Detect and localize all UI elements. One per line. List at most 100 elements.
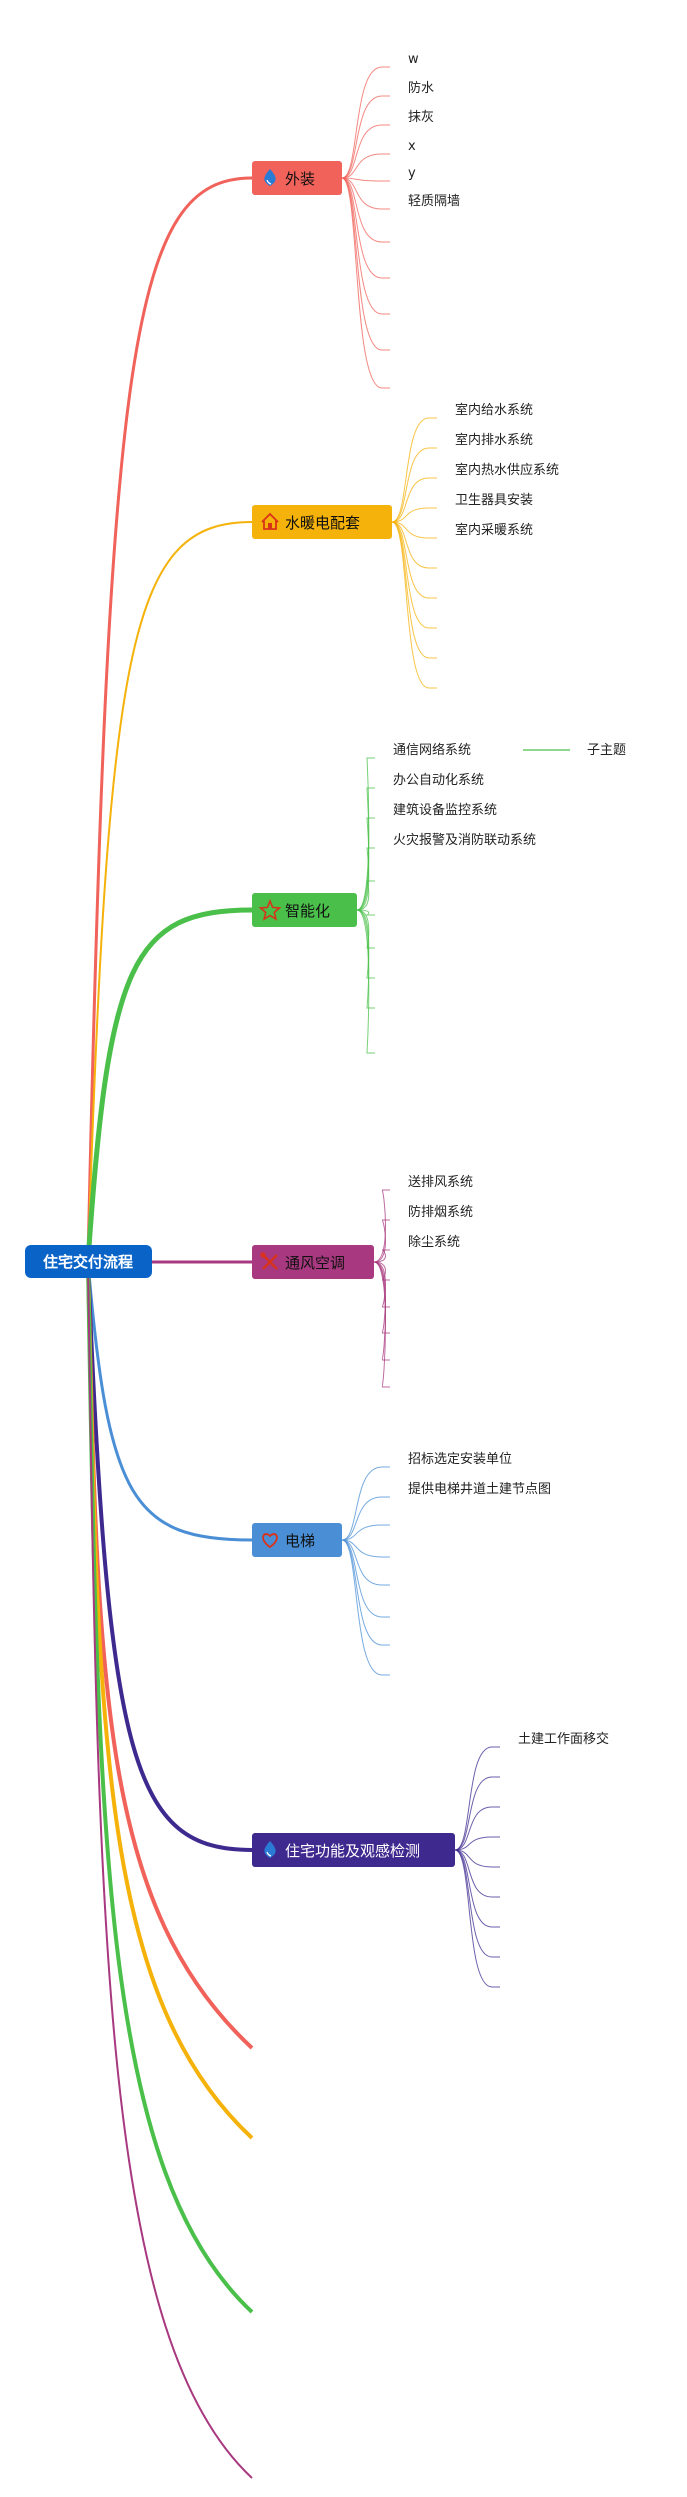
subtopic-label[interactable]: 建筑设备监控系统: [393, 802, 497, 818]
root-node-box[interactable]: [25, 1245, 152, 1278]
branch-node-label: 电梯: [285, 1532, 315, 1550]
branch-children-6: 土建工作面移交: [454, 1731, 609, 1988]
child-connector: [356, 909, 375, 1054]
child-connector: [341, 177, 390, 315]
child-connector: [356, 787, 375, 911]
branch-node-label: 住宅功能及观感检测: [285, 1842, 420, 1860]
heart-icon: [262, 1533, 278, 1549]
child-connector: [454, 1849, 500, 1958]
branch-node-label: 水暖电配套: [285, 514, 360, 532]
subtopic-label[interactable]: 办公自动化系统: [393, 773, 484, 788]
branch-connector-2: [87, 521, 253, 1263]
child-connector: [341, 177, 390, 210]
child-connector: [356, 757, 375, 911]
subtopic-label[interactable]: 招标选定安装单位: [408, 1452, 512, 1467]
subtopic-label[interactable]: 室内热水供应系统: [455, 462, 559, 478]
subtopic-label[interactable]: 土建工作面移交: [518, 1731, 609, 1747]
child-connector: [373, 1189, 390, 1263]
subtopic-label[interactable]: 室内排水系统: [455, 432, 533, 448]
child-connector: [356, 880, 375, 911]
root-node[interactable]: 住宅交付流程: [25, 1245, 152, 1278]
child-connector: [341, 66, 390, 179]
branch-node-5[interactable]: 电梯: [252, 1523, 342, 1557]
child-connector: [341, 177, 390, 182]
child-connector: [356, 909, 375, 979]
child-connector: [341, 177, 390, 243]
child-connector: [341, 1524, 390, 1541]
child-connector: [391, 521, 437, 659]
child-connector: [341, 1466, 390, 1541]
child-connector: [454, 1849, 500, 1898]
branch-connector-5: [86, 1261, 253, 1542]
child-connector: [454, 1776, 500, 1851]
subtopic-label[interactable]: 送排风系统: [408, 1175, 473, 1190]
child-connector: [341, 1539, 390, 1558]
branch-node-6[interactable]: 住宅功能及观感检测: [252, 1833, 455, 1867]
branch-node-3[interactable]: 智能化: [252, 893, 357, 927]
child-connector: [341, 1539, 390, 1676]
child-connector: [341, 1539, 390, 1586]
child-connector: [373, 1219, 390, 1263]
child-connector: [341, 177, 390, 279]
branch-node-label: 通风空调: [285, 1254, 345, 1272]
child-connector: [373, 1261, 390, 1361]
child-connector: [356, 817, 375, 911]
child-connector: [341, 177, 390, 351]
child-connector: [454, 1849, 500, 1988]
subtopic-label[interactable]: 火灾报警及消防联动系统: [393, 832, 536, 848]
subtopic-label[interactable]: 抹灰: [408, 110, 434, 125]
child-connector: [454, 1849, 500, 1928]
subtopic-label[interactable]: 除尘系统: [408, 1235, 460, 1250]
branch-node-label: 智能化: [285, 902, 330, 920]
child-connector: [356, 909, 375, 1009]
branch-node-box[interactable]: [252, 1833, 455, 1867]
subtopic-label[interactable]: 室内给水系统: [455, 402, 533, 418]
branch-node-label: 外装: [285, 170, 315, 188]
child-connector: [341, 1539, 390, 1646]
star-icon: [258, 898, 282, 921]
subtopic-label[interactable]: 提供电梯井道土建节点图: [408, 1481, 551, 1497]
subtopic-label[interactable]: 通信网络系统: [393, 742, 471, 758]
branch-node-box[interactable]: [252, 893, 357, 927]
child-connector: [391, 477, 437, 523]
branch-node-box[interactable]: [252, 505, 392, 539]
subtopic-label[interactable]: 卫生器具安装: [455, 493, 533, 508]
branch-connector-3: [85, 907, 253, 1263]
empty-branch-connector-1: [86, 1261, 254, 2050]
branch-node-box[interactable]: [252, 1523, 342, 1557]
subtopic-label[interactable]: y: [408, 166, 416, 181]
subtopic-label[interactable]: x: [408, 139, 416, 154]
child-connector: [454, 1746, 500, 1851]
water-drop-icon: [264, 1841, 276, 1858]
child-connector: [391, 417, 437, 523]
root-node-label: 住宅交付流程: [43, 1253, 133, 1271]
subtopic-label[interactable]: 轻质隔墙: [408, 194, 460, 209]
subtopic-label[interactable]: 防水: [408, 80, 434, 96]
branch-node-box[interactable]: [252, 1245, 374, 1279]
child-connector: [341, 124, 390, 179]
subtopic-label[interactable]: w: [408, 52, 419, 67]
empty-branch-connector-4: [87, 1261, 253, 2479]
branch-node-1[interactable]: 外装: [252, 161, 342, 195]
child-connector: [391, 521, 437, 689]
child-connector: [341, 95, 390, 179]
branch-node-2[interactable]: 水暖电配套: [252, 505, 392, 539]
child-connector: [391, 521, 437, 539]
child-connector: [356, 847, 375, 911]
child-connector: [454, 1836, 500, 1851]
child-connector: [391, 447, 437, 523]
subtopic-child-label[interactable]: 子主题: [587, 743, 626, 758]
branch-node-4[interactable]: 通风空调: [252, 1245, 374, 1279]
branch-node-box[interactable]: [252, 161, 342, 195]
child-connector: [391, 521, 437, 569]
subtopic-label[interactable]: 防排烟系统: [408, 1204, 473, 1220]
subtopic-label[interactable]: 室内采暖系统: [455, 522, 533, 538]
